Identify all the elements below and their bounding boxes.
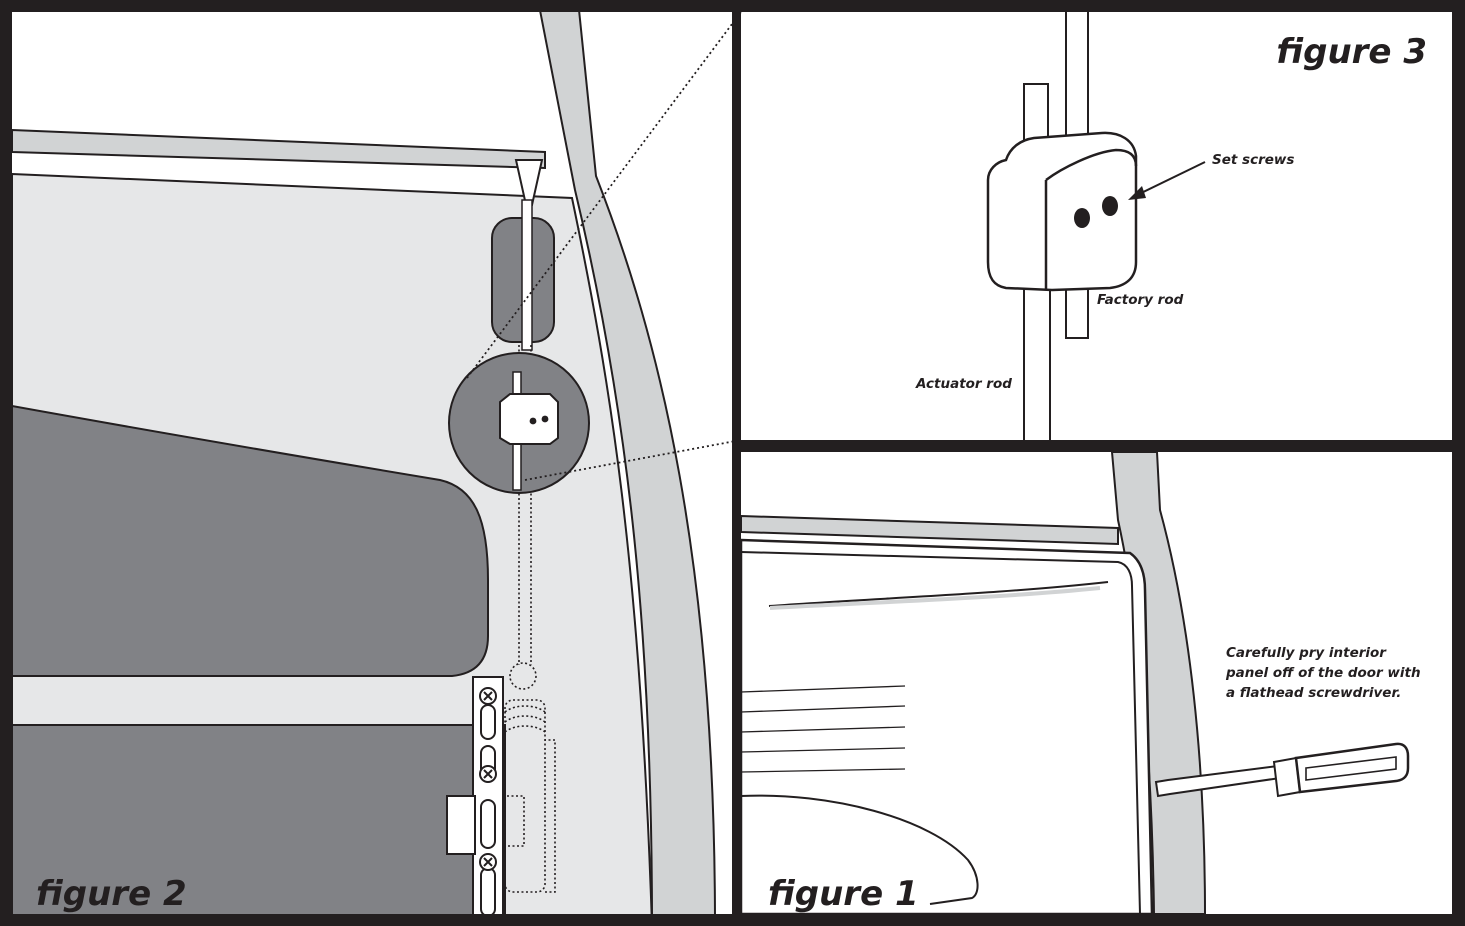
- factory-rod: [521, 199, 533, 351]
- armrest-contour: [768, 581, 1109, 607]
- flathead-screwdriver: [1154, 742, 1410, 798]
- actuator-rod-label: Actuator rod: [915, 376, 1012, 392]
- magnified-set-screw: [541, 415, 549, 423]
- rod-clamp-block: [986, 131, 1138, 292]
- window-sill: [741, 514, 1119, 546]
- pry-instruction: Carefully pry interior panel off of the …: [1225, 645, 1425, 701]
- figure-2-door-interior: [12, 12, 716, 914]
- magnified-set-screw: [529, 417, 537, 425]
- pry-instruction-line: Carefully pry interior: [1226, 645, 1387, 661]
- set-screws-arrow: [1134, 161, 1206, 197]
- rod-clamp-face: [1044, 148, 1138, 290]
- latch-bracket: [446, 795, 476, 855]
- magnified-rod-clamp: [499, 393, 559, 445]
- set-screws-label: Set screws: [1212, 152, 1294, 168]
- upper-trim-panel: [12, 404, 489, 677]
- figure-3-rod-clamp-detail: Set screws Factory rod Actuator rod figu…: [915, 12, 1427, 440]
- figure-3-title: figure 3: [1276, 32, 1427, 72]
- zoom-guide-lines: [466, 11, 742, 481]
- actuator-rod-lower: [1023, 279, 1051, 440]
- latch-screws: [479, 687, 497, 871]
- factory-rod-label: Factory rod: [1097, 292, 1184, 308]
- magnified-actuator-rod: [512, 439, 522, 491]
- factory-rod-upper: [1065, 12, 1089, 151]
- lower-trim-panel: [12, 724, 506, 914]
- figure-1-panel-removal: Carefully pry interior panel off of the …: [741, 452, 1425, 914]
- lower-trim-contour: [741, 794, 979, 905]
- door-pillar: [539, 12, 716, 914]
- pry-instruction-line: a flathead screwdriver.: [1226, 685, 1401, 701]
- speaker-grille-lines: [741, 685, 906, 773]
- figure-1-title: figure 1: [768, 874, 919, 914]
- panel-inner-edge: [741, 551, 1141, 914]
- set-screws-arrowhead: [1128, 186, 1146, 200]
- window-sill: [12, 128, 546, 170]
- set-screw: [1074, 208, 1090, 228]
- armrest-highlight: [769, 586, 1101, 610]
- set-screw: [1102, 196, 1118, 216]
- latch-strip-slots: [480, 704, 496, 914]
- door-inner-panel: [741, 538, 1154, 914]
- figure-2-title: figure 2: [36, 874, 187, 914]
- pry-instruction-line: panel off of the door with: [1225, 665, 1421, 681]
